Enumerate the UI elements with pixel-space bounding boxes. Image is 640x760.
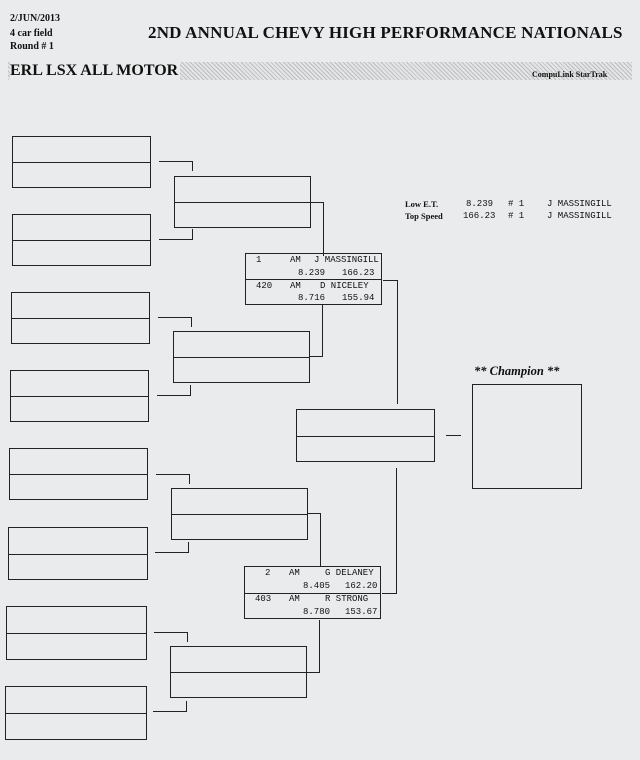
matchup-2-bottom-driver: R STRONG	[325, 594, 369, 604]
matchup-1-bottom-et: 8.716	[298, 293, 326, 303]
matchup-1-bottom-number: 420	[256, 281, 273, 291]
event-title: 2ND ANNUAL CHEVY HIGH PERFORMANCE NATION…	[148, 23, 623, 42]
matchup-1-bottom-driver: D NICELEY	[320, 281, 369, 291]
low-et-driver: J MASSINGILL	[547, 199, 612, 209]
round2-slot-2	[173, 331, 310, 383]
champion-box	[472, 384, 582, 489]
champion-label: ** Champion **	[474, 364, 560, 378]
low-et-car: # 1	[508, 199, 525, 209]
final-matchup	[296, 409, 435, 462]
bracket-slot-1	[12, 136, 151, 188]
matchup-1-top-et: 8.239	[298, 268, 326, 278]
top-speed-car: # 1	[508, 211, 525, 221]
matchup-1-top-class: AM	[290, 255, 301, 265]
bracket-slot-8	[5, 686, 147, 740]
low-et-value: 8.239	[466, 199, 494, 209]
class-name: ERL LSX ALL MOTOR	[10, 62, 181, 80]
matchup-1-bottom-mph: 155.94	[342, 293, 375, 303]
matchup-1-top-number: 1	[256, 255, 262, 265]
matchup-2-top-mph: 162.20	[345, 581, 378, 591]
round2-slot-1	[174, 176, 311, 228]
matchup-2-top-number: 2	[265, 568, 271, 578]
matchup-2-bottom-mph: 153.67	[345, 607, 378, 617]
matchup-2-top-class: AM	[289, 568, 300, 578]
bracket-slot-7	[6, 606, 147, 660]
low-et-label: Low E.T.	[405, 199, 439, 209]
matchup-1-top-driver: J MASSINGILL	[314, 255, 379, 265]
top-speed-value: 166.23	[463, 211, 496, 221]
bracket-slot-3	[11, 292, 150, 344]
matchup-1-bottom-class: AM	[290, 281, 301, 291]
matchup-2-top-driver: G DELANEY	[325, 568, 374, 578]
field-size: 4 car field	[10, 28, 53, 39]
matchup-2: 2 AM G DELANEY 8.405 162.20 403 AM R STR…	[244, 566, 381, 619]
matchup-1: 1 AM J MASSINGILL 8.239 166.23 420 AM D …	[245, 253, 382, 305]
bracket-slot-6	[8, 527, 148, 580]
bracket-slot-5	[9, 448, 148, 500]
round-number: Round # 1	[10, 41, 54, 52]
top-speed-label: Top Speed	[405, 211, 443, 221]
round2-slot-4	[170, 646, 307, 698]
matchup-2-top-et: 8.405	[303, 581, 331, 591]
bracket-slot-4	[10, 370, 149, 422]
matchup-2-bottom-et: 8.780	[303, 607, 331, 617]
brand-label: CompuLink StarTrak	[532, 70, 608, 79]
matchup-1-top-mph: 166.23	[342, 268, 375, 278]
matchup-2-bottom-number: 403	[255, 594, 272, 604]
round2-slot-3	[171, 488, 308, 540]
matchup-2-bottom-class: AM	[289, 594, 300, 604]
bracket-slot-2	[12, 214, 151, 266]
top-speed-driver: J MASSINGILL	[547, 211, 612, 221]
event-date: 2/JUN/2013	[10, 13, 60, 24]
